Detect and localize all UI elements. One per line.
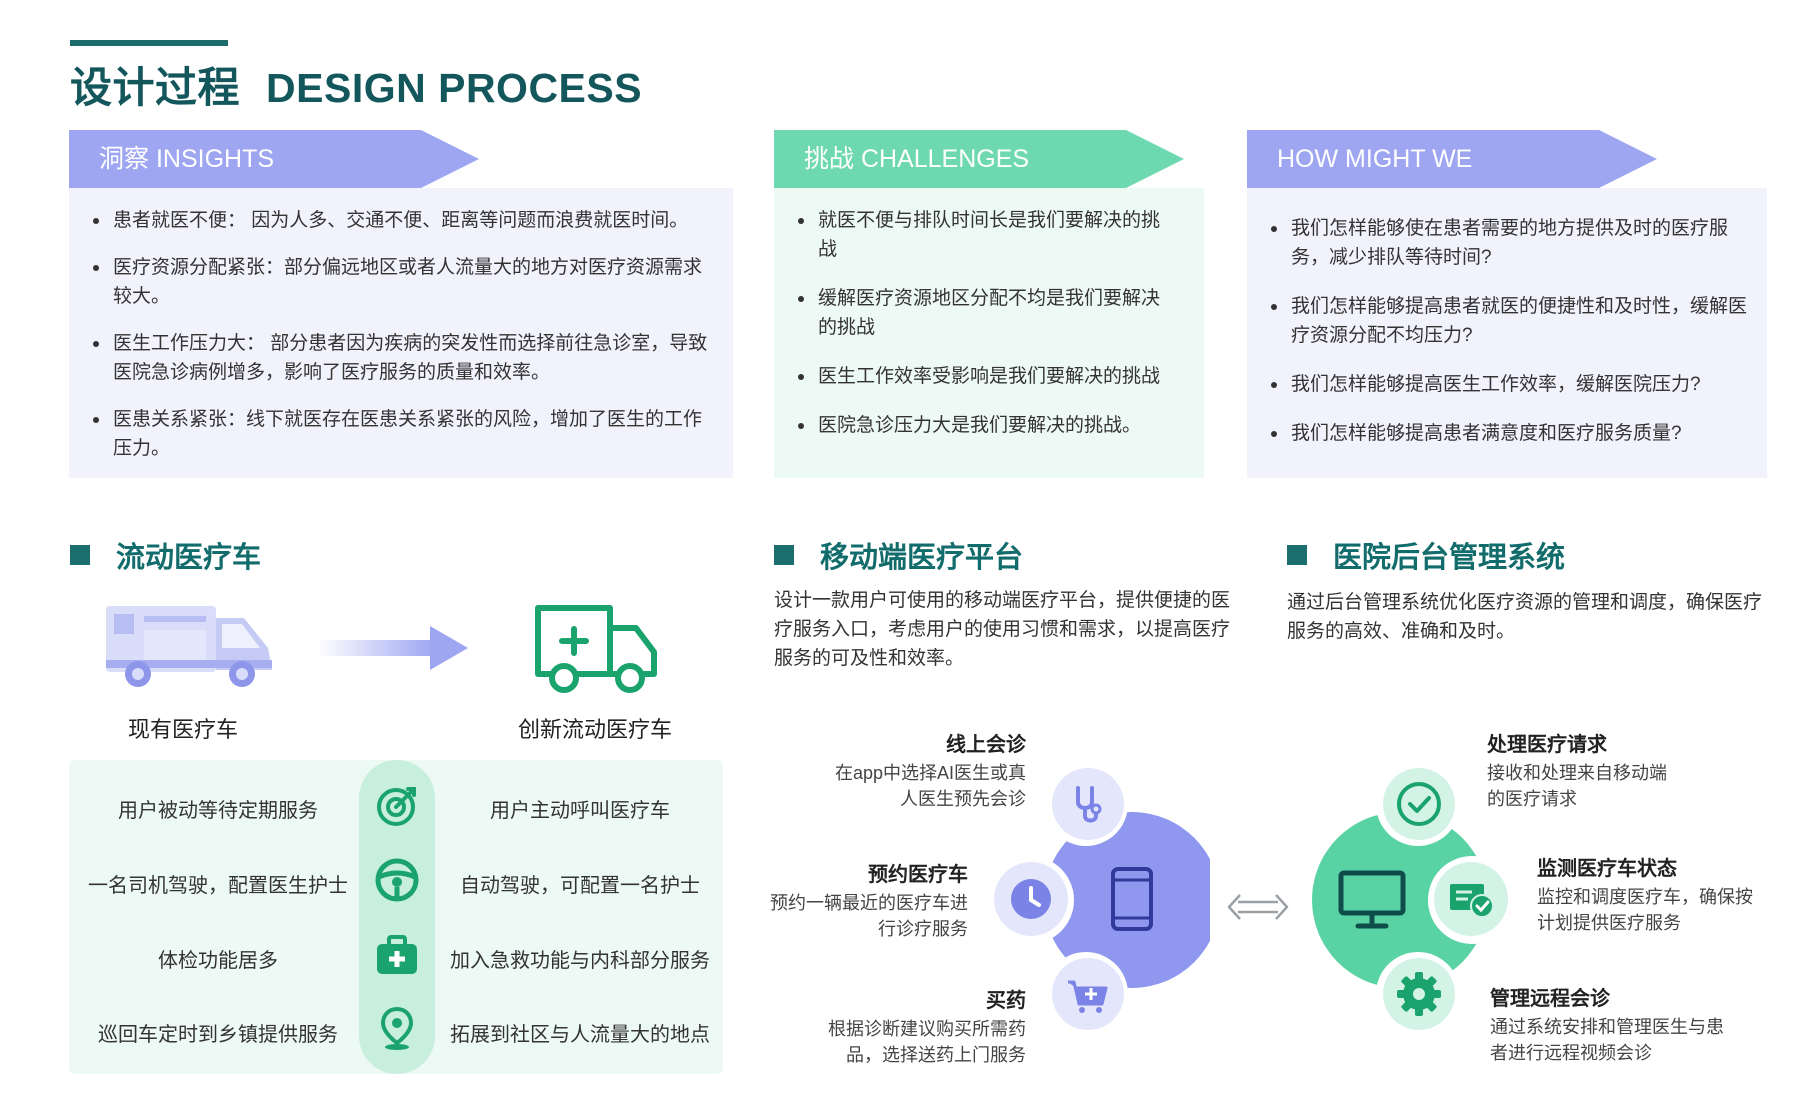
- ribbon-shape: [69, 130, 479, 188]
- title-accent-bar: [70, 40, 228, 46]
- backend-node-desc-2: 监控和调度医疗车，确保按计划提供医疗服务: [1537, 887, 1753, 933]
- challenges-label: 挑战 CHALLENGES: [804, 145, 1030, 173]
- list-item: 医生工作压力大： 部分患者因为疾病的突发性而选择前往急诊室，导致医院急诊病例增多…: [91, 329, 711, 387]
- page-title-cn: 设计过程: [70, 64, 241, 111]
- clock-icon: [994, 862, 1068, 936]
- list-item: 就医不便与排队时间长是我们要解决的挑战: [796, 206, 1166, 264]
- challenges-panel: [774, 188, 1204, 478]
- ribbon-shape: [774, 130, 1184, 188]
- section-square-icon: [774, 545, 794, 565]
- backend-node-title-3: 管理远程会诊: [1490, 988, 1610, 1010]
- comparison-right-2: 自动驾驶，可配置一名护士: [460, 875, 700, 897]
- backend-node-title-2: 监测医疗车状态: [1537, 858, 1677, 880]
- ambulance-icon: [106, 606, 272, 687]
- list-item: 我们怎样能够提高患者满意度和医疗服务质量?: [1269, 419, 1749, 448]
- arrow-right-icon: [318, 626, 468, 670]
- medical-cart-icon: [1052, 958, 1124, 1030]
- mobile-description: 设计一款用户可使用的移动端医疗平台，提供便捷的医疗服务入口，考虑用户的使用习惯和…: [774, 590, 1231, 669]
- current-vehicle-label: 现有医疗车: [127, 717, 238, 742]
- list-item: 医生工作效率受影响是我们要解决的挑战: [796, 362, 1166, 391]
- new-vehicle-label: 创新流动医疗车: [517, 717, 672, 742]
- stethoscope-icon: [1052, 768, 1124, 840]
- mobile-node-desc-3: 根据诊断建议购买所需药品，选择送药上门服务: [828, 1019, 1026, 1065]
- steering-wheel-icon: [375, 858, 419, 902]
- page-title: 设计过程 DESIGN PROCESS: [70, 54, 642, 115]
- backend-node-title-1: 处理医疗请求: [1487, 734, 1607, 756]
- monitor-check-icon: [1434, 862, 1508, 936]
- list-item: 我们怎样能够提高患者就医的便捷性和及时性，缓解医疗资源分配不均压力?: [1269, 292, 1749, 350]
- list-item: 医院急诊压力大是我们要解决的挑战。: [796, 411, 1166, 440]
- backend-node-desc-3: 通过系统安排和管理医生与患者进行远程视频会诊: [1490, 1017, 1724, 1063]
- backend-section-title: 医院后台管理系统: [1287, 534, 1565, 576]
- challenges-list: 就医不便与排队时间长是我们要解决的挑战 缓解医疗资源地区分配不均是我们要解决的挑…: [796, 206, 1166, 460]
- section-square-icon: [1287, 545, 1307, 565]
- vehicle-section-title: 流动医疗车: [70, 534, 261, 576]
- gear-icon: [1383, 958, 1455, 1030]
- insights-card: 洞察 INSIGHTS 患者就医不便： 因为人多、交通不便、距离等问题而浪费就医…: [69, 130, 733, 478]
- comparison-right-3: 加入急救功能与内科部分服务: [450, 950, 710, 972]
- vehicle-title-text: 流动医疗车: [116, 542, 262, 574]
- insights-ribbon: 洞察 INSIGHTS: [69, 130, 479, 188]
- hmw-list: 我们怎样能够使在患者需要的地方提供及时的医疗服务，减少排队等待时间? 我们怎样能…: [1269, 214, 1749, 468]
- comparison-left-2: 一名司机驾驶，配置医生护士: [88, 875, 348, 897]
- hmw-ribbon: HOW MIGHT WE: [1247, 130, 1657, 188]
- list-item: 我们怎样能够提高医生工作效率，缓解医院压力?: [1269, 370, 1749, 399]
- hmw-label: HOW MIGHT WE: [1277, 145, 1473, 173]
- backend-title-text: 医院后台管理系统: [1333, 542, 1566, 574]
- hmw-card: HOW MIGHT WE 我们怎样能够使在患者需要的地方提供及时的医疗服务，减少…: [1247, 130, 1767, 478]
- new-ambulance-icon: [535, 605, 657, 693]
- comparison-left-3: 体检功能居多: [158, 950, 278, 972]
- comparison-right-4: 拓展到社区与人流量大的地点: [450, 1024, 710, 1046]
- backend-node-desc-1: 接收和处理来自移动端的医疗请求: [1487, 763, 1667, 809]
- list-item: 缓解医疗资源地区分配不均是我们要解决的挑战: [796, 284, 1166, 342]
- ribbon-shape: [1247, 130, 1657, 188]
- insights-list: 患者就医不便： 因为人多、交通不便、距离等问题而浪费就医时间。 医疗资源分配紧张…: [91, 206, 711, 481]
- backend-description: 通过后台管理系统优化医疗资源的管理和调度，确保医疗服务的高效、准确和及时。: [1287, 592, 1763, 642]
- hmw-panel: [1247, 188, 1767, 478]
- mobile-node-title-3: 买药: [986, 990, 1026, 1012]
- desktop-monitor-icon: [1338, 870, 1406, 929]
- check-circle-icon: [1383, 768, 1455, 840]
- list-item: 我们怎样能够使在患者需要的地方提供及时的医疗服务，减少排队等待时间?: [1269, 214, 1749, 272]
- comparison-right-1: 用户主动呼叫医疗车: [490, 800, 670, 822]
- list-item: 医患关系紧张：线下就医存在医患关系紧张的风险，增加了医生的工作压力。: [91, 405, 711, 463]
- comparison-left-1: 用户被动等待定期服务: [118, 800, 318, 822]
- challenges-card: 挑战 CHALLENGES 就医不便与排队时间长是我们要解决的挑战 缓解医疗资源…: [774, 130, 1204, 478]
- first-aid-kit-icon: [377, 935, 417, 974]
- phone-icon: [1111, 867, 1153, 931]
- bidirectional-arrow-icon: [1227, 894, 1289, 920]
- mobile-title-text: 移动端医疗平台: [820, 542, 1024, 574]
- list-item: 医疗资源分配紧张：部分偏远地区或者人流量大的地方对医疗资源需求较大。: [91, 253, 711, 311]
- challenges-ribbon: 挑战 CHALLENGES: [774, 130, 1184, 188]
- mobile-node-title-2: 预约医疗车: [868, 864, 968, 886]
- mobile-section-title: 移动端医疗平台: [774, 534, 1023, 576]
- list-item: 患者就医不便： 因为人多、交通不便、距离等问题而浪费就医时间。: [91, 206, 711, 235]
- section-square-icon: [70, 545, 90, 565]
- mobile-node-title-1: 线上会诊: [946, 734, 1026, 756]
- comparison-left-4: 巡回车定时到乡镇提供服务: [98, 1024, 338, 1046]
- target-icon: [377, 787, 416, 826]
- page-title-en: DESIGN PROCESS: [266, 65, 643, 111]
- insights-label: 洞察 INSIGHTS: [99, 145, 275, 173]
- mobile-node-desc-1: 在app中选择AI医生或真人医生预先会诊: [834, 763, 1026, 809]
- mobile-node-desc-2: 预约一辆最近的医疗车进行诊疗服务: [770, 893, 968, 939]
- insights-panel: [69, 188, 733, 478]
- location-pin-icon: [380, 1006, 414, 1050]
